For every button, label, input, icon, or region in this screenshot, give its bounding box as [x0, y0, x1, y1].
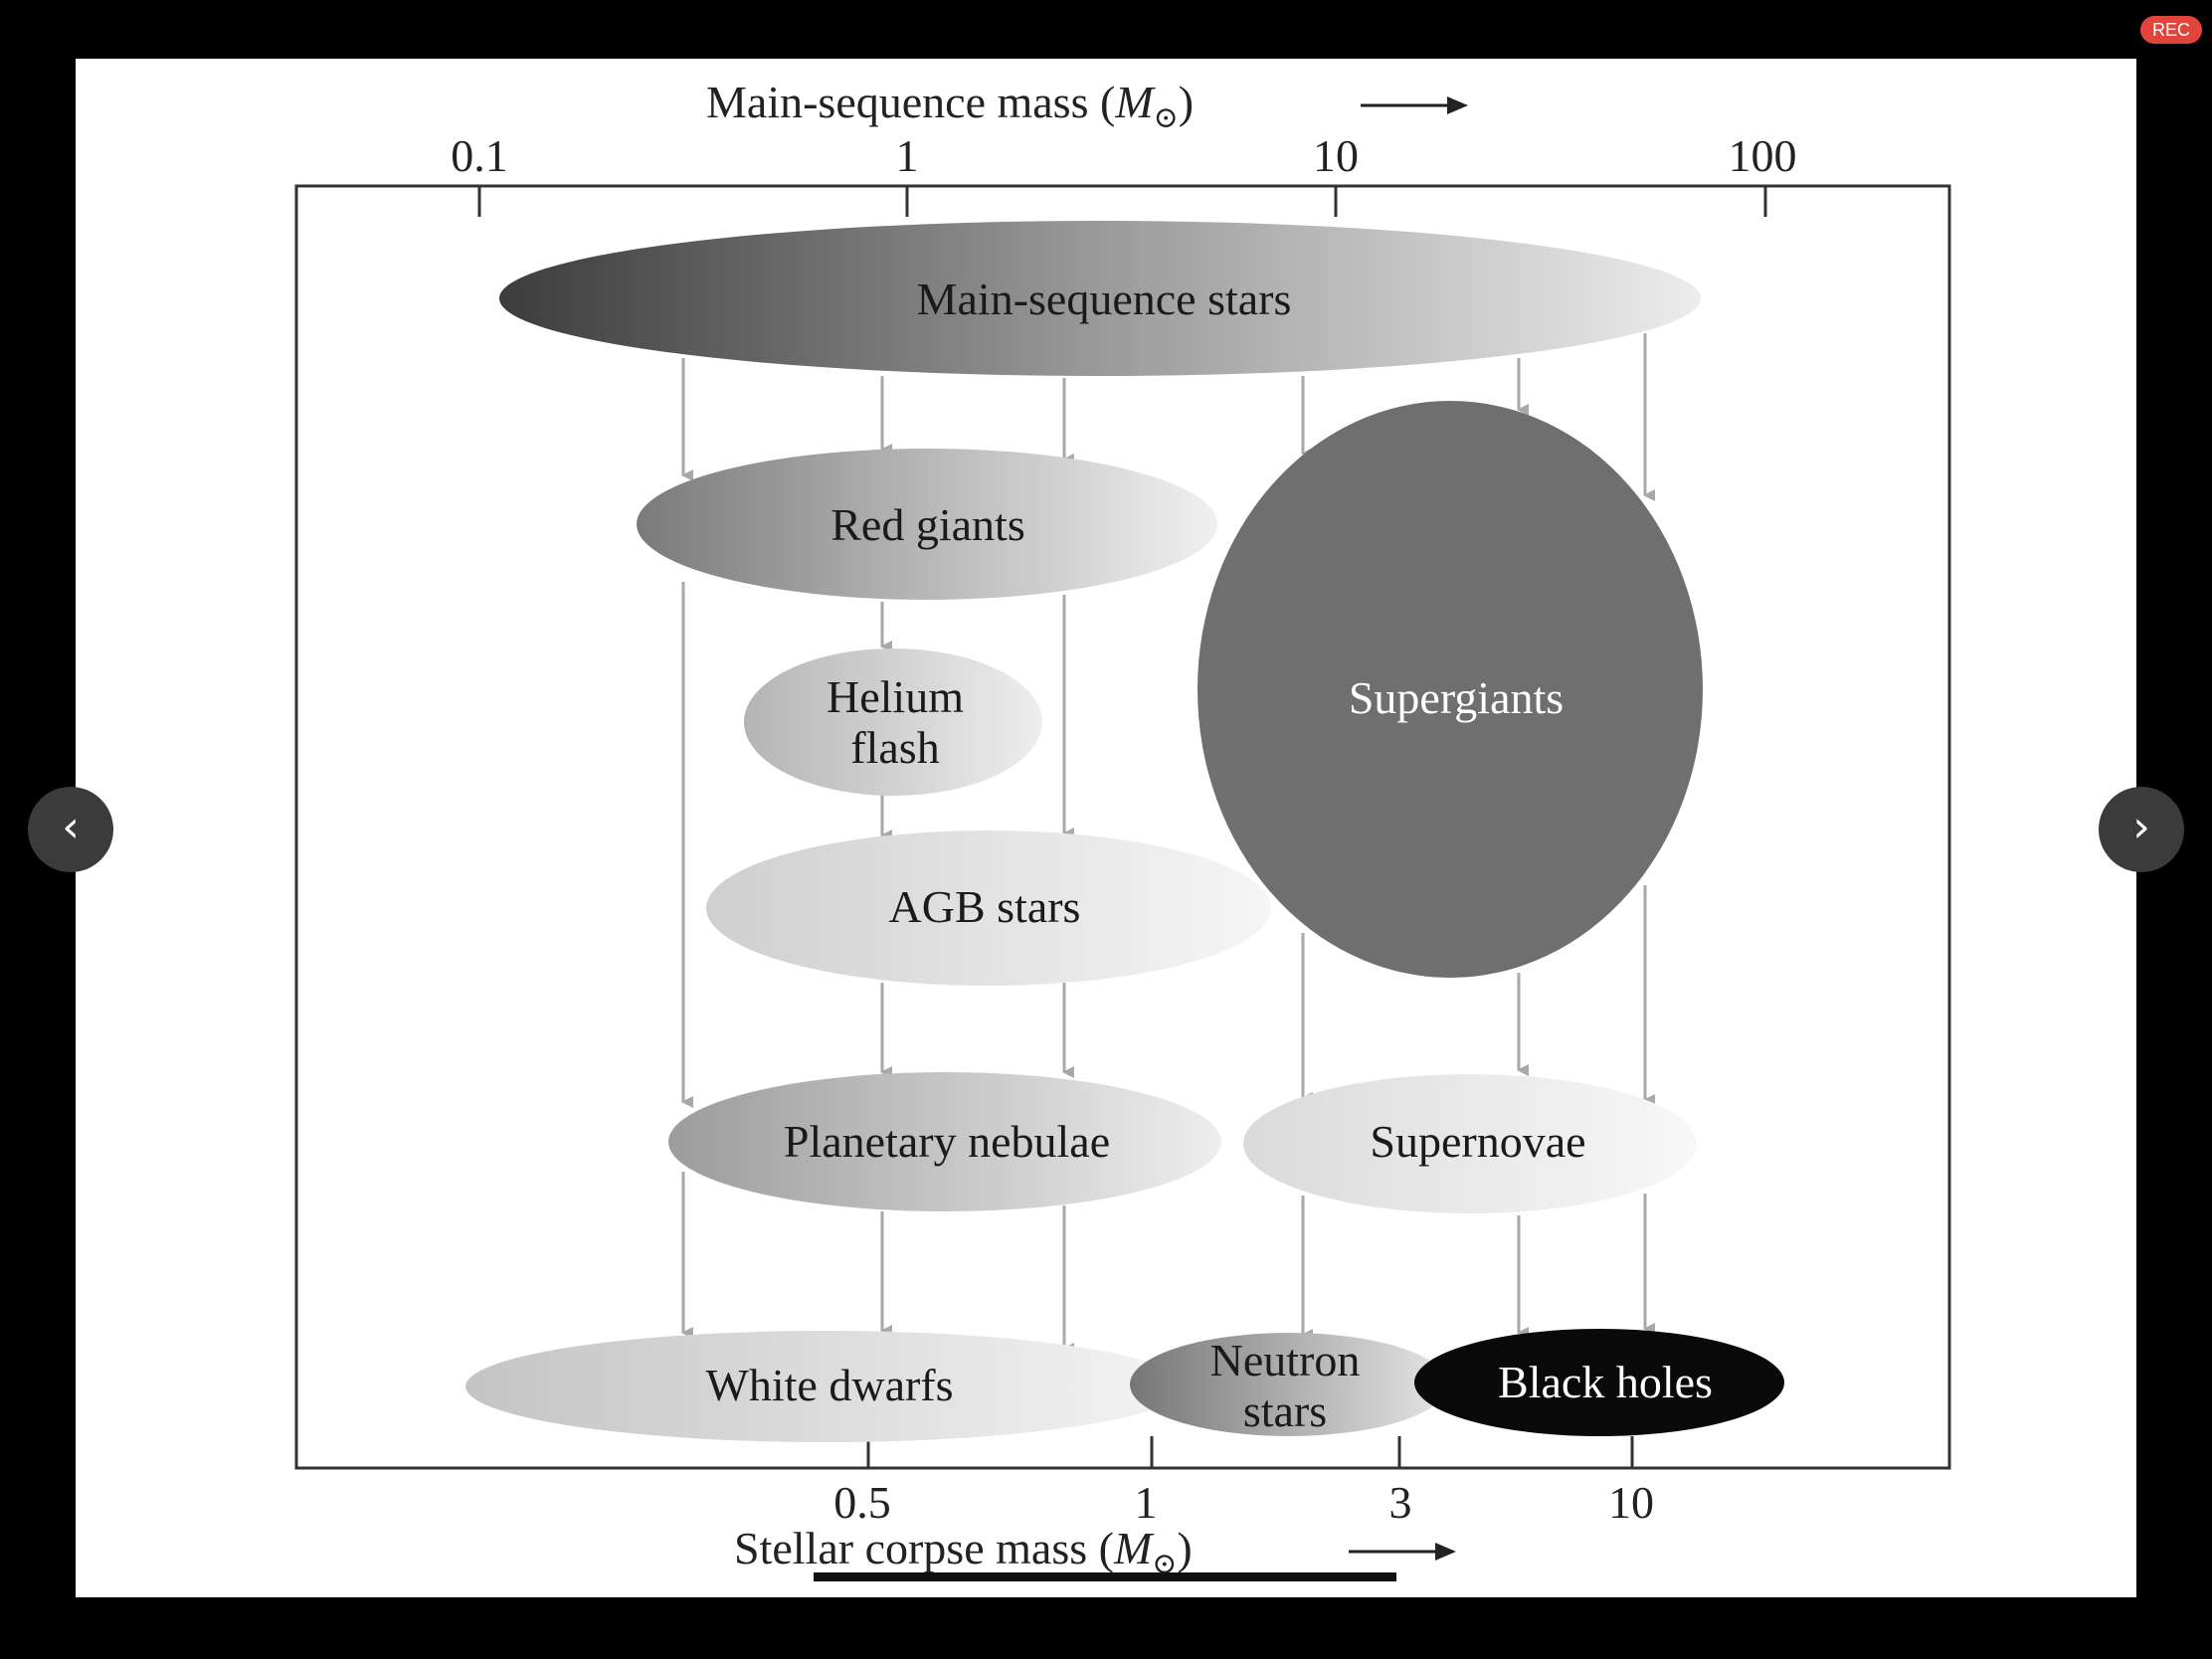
- bottom-axis-title: Stellar corpse mass (M⊙): [734, 1523, 1193, 1580]
- top-tick-10: 10: [1313, 130, 1359, 181]
- top-axis-arrow-icon: [1361, 96, 1468, 114]
- helium-flash-node: [744, 648, 1042, 796]
- supernovae-node: [1243, 1074, 1697, 1213]
- recording-badge: REC: [2140, 16, 2202, 44]
- next-slide-button[interactable]: ›: [2099, 787, 2184, 872]
- main-sequence-stars-node: [499, 221, 1701, 376]
- bottom-axis-ticks: [866, 1436, 1634, 1468]
- diagram-frame: [294, 184, 1951, 1470]
- top-axis-ticks: [477, 186, 1767, 217]
- top-tick-0.1: 0.1: [451, 130, 508, 181]
- main-sequence-stars-label: Main-sequence stars: [917, 274, 1292, 324]
- top-tick-100: 100: [1729, 130, 1797, 181]
- agb-stars-node: [706, 830, 1271, 986]
- agb-stars-label: AGB stars: [889, 881, 1081, 932]
- planetary-nebulae-label: Planetary nebulae: [784, 1116, 1110, 1167]
- helium-flash-label-line1: Helium: [827, 671, 964, 722]
- neutron-stars-label-line1: Neutron: [1210, 1335, 1361, 1385]
- red-giants-node: [637, 449, 1217, 600]
- bottom-tick-3: 3: [1389, 1477, 1412, 1528]
- chevron-right-icon: ›: [2132, 802, 2150, 852]
- bottom-axis-arrow-icon: [1349, 1543, 1456, 1561]
- progress-scrubber: [814, 1572, 1396, 1581]
- helium-flash-label-line2: flash: [850, 722, 939, 773]
- bottom-tick-0.5: 0.5: [833, 1477, 891, 1528]
- top-tick-1: 1: [896, 130, 919, 181]
- red-giants-label: Red giants: [830, 499, 1024, 550]
- black-holes-node: [1414, 1329, 1784, 1436]
- supernovae-label: Supernovae: [1370, 1116, 1585, 1167]
- top-axis-title: Main-sequence mass (M⊙): [706, 77, 1194, 134]
- white-dwarfs-node: [465, 1331, 1186, 1442]
- evolution-arrows: [681, 333, 1655, 1355]
- neutron-stars-label-line2: stars: [1243, 1385, 1327, 1436]
- supergiants-node: [1198, 401, 1703, 978]
- planetary-nebulae-node: [668, 1072, 1221, 1211]
- bottom-tick-1: 1: [1135, 1477, 1158, 1528]
- chevron-left-icon: ‹: [62, 802, 80, 852]
- previous-slide-button[interactable]: ‹: [28, 787, 113, 872]
- neutron-stars-node: [1130, 1333, 1448, 1436]
- black-holes-label: Black holes: [1498, 1357, 1713, 1407]
- supergiants-label: Supergiants: [1349, 672, 1564, 723]
- bottom-tick-10: 10: [1608, 1477, 1654, 1528]
- white-dwarfs-label: White dwarfs: [705, 1360, 953, 1410]
